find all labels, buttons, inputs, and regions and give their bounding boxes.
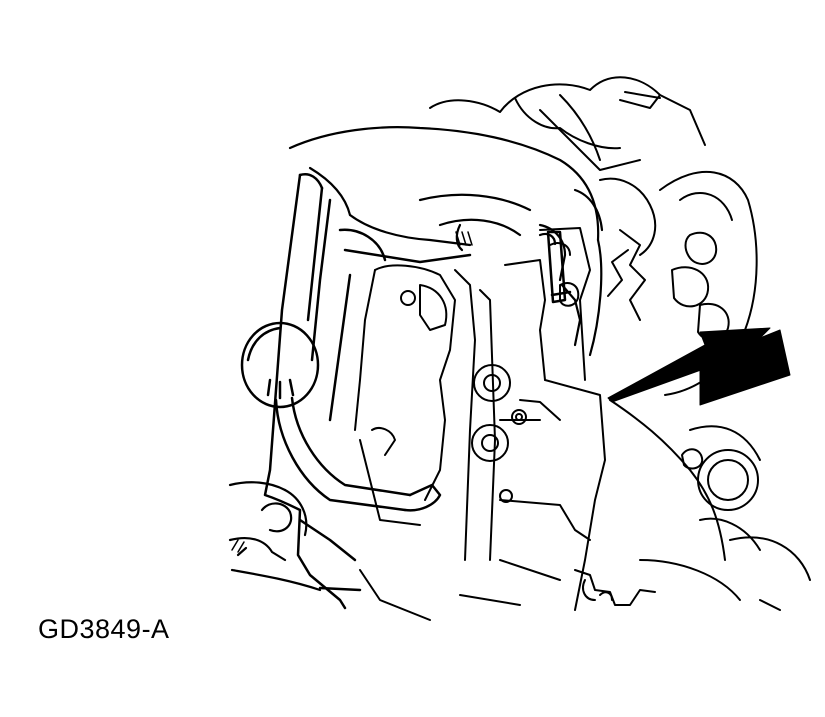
electrical-connector: [240, 321, 442, 512]
solenoid-body: [354, 264, 456, 526]
pin-tool: [546, 230, 572, 304]
indicator-arrow: [607, 327, 791, 406]
hand-upper: [288, 126, 604, 357]
valve-plates: [359, 227, 606, 621]
figure-id-label: GD3849-A: [38, 614, 170, 644]
valve-body: [263, 173, 472, 610]
hand-lower: [228, 481, 322, 592]
gear-teeth: [574, 569, 656, 606]
shading-ticks: [231, 231, 473, 553]
housing-bore: [609, 399, 811, 611]
bolt-heads: [471, 364, 527, 503]
transmission-case-outline: [429, 76, 758, 396]
